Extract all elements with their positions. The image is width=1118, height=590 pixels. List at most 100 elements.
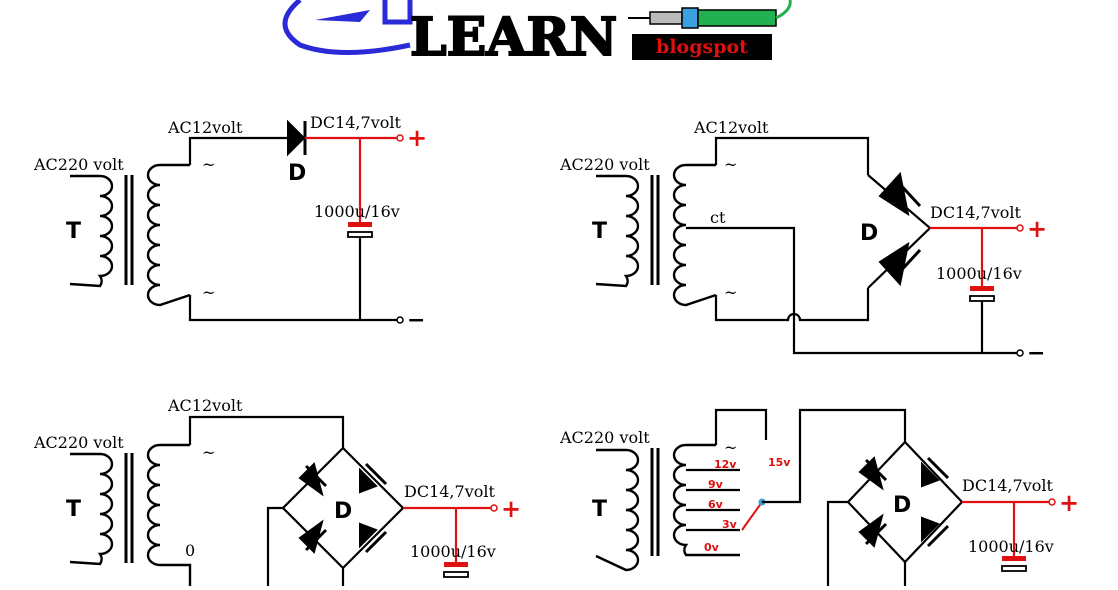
- diode-triangle: [921, 516, 940, 543]
- wire: [188, 415, 345, 448]
- tilde-mark: ~: [724, 155, 737, 174]
- diode-triangle: [921, 461, 940, 488]
- tilde-mark: ~: [724, 283, 737, 302]
- wire: [762, 408, 907, 504]
- blog-logo[interactable]: LEARN blogspot: [282, 0, 792, 69]
- ac-secondary-label: AC12volt: [167, 118, 243, 137]
- cap-plate-negative: [1001, 565, 1027, 572]
- terminal-positive: [1016, 224, 1024, 232]
- transformer-label: T: [66, 497, 81, 522]
- secondary-coil: [146, 163, 191, 307]
- terminal-positive: [1048, 498, 1056, 506]
- dc-output-label: DC14,7volt: [930, 203, 1021, 222]
- tap-wires: [686, 468, 740, 532]
- wire: [188, 136, 290, 165]
- terminal-negative: [1016, 349, 1024, 357]
- diode: [921, 456, 950, 488]
- diode: [298, 462, 328, 497]
- diode-triangle: [359, 467, 378, 494]
- tilde-mark: ~: [202, 443, 215, 462]
- capacitor-label: 1000u/16v: [410, 542, 496, 561]
- diode: [878, 171, 922, 217]
- dc-output-label: DC14,7volt: [962, 476, 1053, 495]
- tap-label-12v: 12v: [714, 458, 737, 471]
- terminal-positive: [490, 504, 498, 512]
- diode-bar: [926, 524, 950, 548]
- dc-output-label: DC14,7volt: [310, 113, 401, 132]
- diode-label: D: [288, 161, 306, 186]
- tap-label-0v: 0v: [704, 541, 720, 554]
- wire: [188, 295, 400, 322]
- diode: [858, 456, 888, 491]
- tilde-mark: ~: [724, 438, 737, 457]
- circuit-multi-tap: T AC220 volt ~ 12v 9v 6v 3v 0v 15v D DC1…: [559, 408, 1079, 586]
- ac-primary-label: AC220 volt: [33, 433, 124, 452]
- wire: [714, 408, 768, 445]
- diode-bar: [304, 464, 328, 488]
- dc-output-label: DC14,7volt: [404, 482, 495, 501]
- diode-label: D: [860, 221, 878, 246]
- diode: [858, 513, 888, 548]
- diode-bar: [304, 528, 328, 552]
- ac-primary-label: AC220 volt: [33, 155, 124, 174]
- tap-selector-switch[interactable]: [741, 498, 766, 531]
- diode-triangle: [359, 522, 378, 549]
- primary-coil: [69, 174, 114, 288]
- transformer-label: T: [592, 219, 607, 244]
- diode: [921, 516, 950, 548]
- logo-word: LEARN: [410, 7, 617, 68]
- transformer: [595, 163, 717, 307]
- terminal-negative: [396, 316, 404, 324]
- cap-plate-positive: [970, 286, 994, 291]
- diode-bar: [864, 458, 888, 482]
- primary-coil: [69, 452, 114, 566]
- minus-sign: −: [1027, 340, 1045, 366]
- soldering-iron-icon: [628, 0, 792, 29]
- capacitor-label: 1000u/16v: [936, 264, 1022, 283]
- ac-primary-label: AC220 volt: [559, 428, 650, 447]
- diode-label: D: [334, 499, 352, 524]
- cap-plate-positive: [444, 562, 468, 567]
- wire: [714, 136, 870, 175]
- cap-plate-negative: [443, 571, 469, 578]
- blogspot-badge-text: blogspot: [656, 36, 748, 58]
- secondary-coil: [672, 163, 717, 307]
- zero-tap-label: 0: [185, 541, 195, 560]
- diode: [298, 519, 328, 554]
- tap-label-9v: 9v: [708, 478, 724, 491]
- circuit-half-wave: T AC220 volt AC12volt ~ ~ D DC14,7volt 1…: [33, 113, 427, 333]
- transformer-label: T: [592, 497, 607, 522]
- diode-bar: [894, 178, 922, 208]
- tap-label-3v: 3v: [722, 518, 738, 531]
- diode-bar: [364, 530, 388, 554]
- diode-bar: [364, 462, 388, 486]
- cap-plate-negative: [347, 231, 373, 238]
- wire: [266, 506, 283, 586]
- diode-bar: [926, 456, 950, 480]
- logo-arrow: [315, 10, 370, 22]
- diode-triangle: [878, 241, 910, 287]
- transformer: [69, 163, 191, 307]
- diode-triangle: [287, 119, 306, 157]
- tap-label-6v: 6v: [708, 498, 724, 511]
- diode-bar: [894, 248, 922, 278]
- secondary-coil: [146, 443, 192, 586]
- wire: [714, 288, 870, 322]
- tilde-mark: ~: [202, 155, 215, 174]
- primary-coil: [595, 448, 640, 572]
- center-tap-label: ct: [710, 208, 726, 227]
- secondary-coil: [672, 443, 740, 557]
- diode-bar: [864, 522, 888, 546]
- plus-sign: +: [501, 494, 521, 523]
- ac-secondary-label: AC12volt: [167, 396, 243, 415]
- transformer: [595, 443, 740, 572]
- terminal-positive: [396, 134, 404, 142]
- ac-secondary-label: AC12volt: [693, 118, 769, 137]
- transformer-label: T: [66, 219, 81, 244]
- cap-plate-negative: [969, 295, 995, 302]
- primary-coil: [595, 174, 640, 288]
- capacitor-label: 1000u/16v: [314, 202, 400, 221]
- capacitor-label: 1000u/16v: [968, 537, 1054, 556]
- tilde-mark: ~: [202, 283, 215, 302]
